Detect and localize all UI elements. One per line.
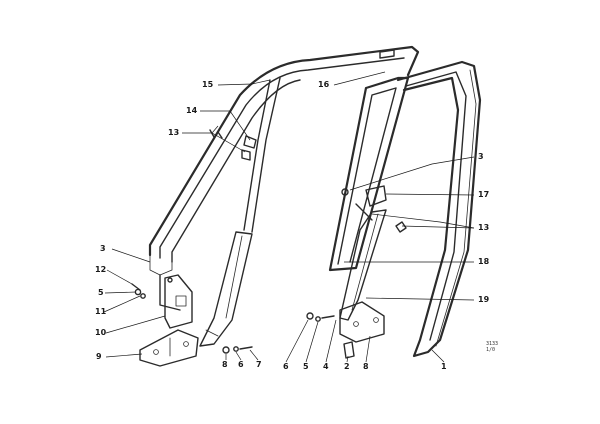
right-lift-plate [339,301,385,359]
callout-1: 1 [441,362,447,371]
callout-17: 17 [478,190,490,199]
right-fasteners [306,49,407,322]
left-fasteners [131,129,257,354]
callout-12: 12 [95,265,107,274]
leader-lines [103,71,475,363]
callout-19: 19 [478,295,490,304]
callout-13-left: 13 [168,128,180,137]
callout-9: 9 [96,352,102,361]
callout-14: 14 [186,106,198,115]
callout-8-right: 8 [363,362,369,371]
left-lower-channel [199,231,253,347]
right-regulator-channel [339,185,387,321]
right-glass-frame [328,76,410,272]
left-window-frame [148,45,420,311]
reference-code-line-1: 3133 [486,341,499,347]
left-bracket [164,274,193,329]
diagram-reference-code: 3133 1/0 [486,341,499,353]
callout-10: 10 [95,328,107,337]
callout-3-left: 3 [100,244,106,253]
callout-13-right: 13 [478,223,490,232]
callout-6-right: 6 [283,362,289,371]
callout-4: 4 [323,362,329,371]
callout-16: 16 [318,80,330,89]
callout-2: 2 [344,362,350,371]
left-base-plate [139,329,199,367]
callout-3-right: 3 [478,152,484,161]
callout-7: 7 [256,360,262,369]
callout-6-left: 6 [238,360,244,369]
callout-5-right: 5 [303,362,309,371]
callout-11: 11 [95,307,107,316]
callout-5-left: 5 [98,288,104,297]
right-window-run [396,60,482,358]
callout-18: 18 [478,257,490,266]
callout-8-left: 8 [222,360,228,369]
callout-15: 15 [202,80,214,89]
reference-code-line-2: 1/0 [486,346,496,353]
